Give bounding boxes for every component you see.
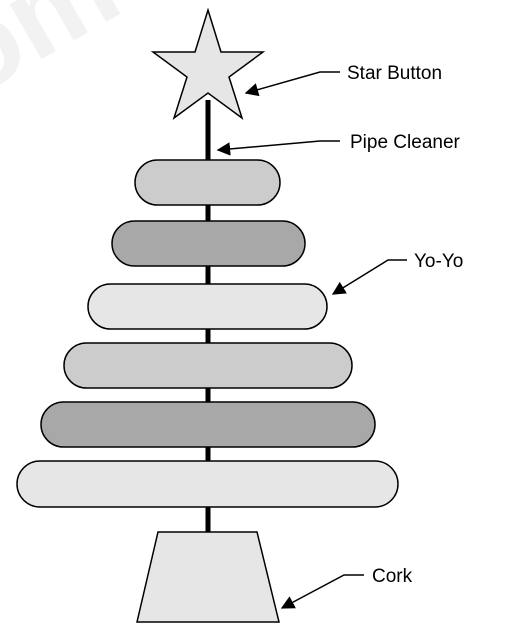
yoyo <box>16 460 399 508</box>
watermark: om <box>0 0 140 123</box>
star-button-leader <box>244 71 340 97</box>
cork-label: Cork <box>372 566 413 587</box>
cork-leader <box>280 574 364 609</box>
yoyo <box>111 220 306 267</box>
yoyo <box>134 159 281 206</box>
yoyo <box>63 342 353 389</box>
yoyo <box>40 401 376 448</box>
star-button-label: Star Button <box>347 63 442 84</box>
pipe-cleaner-label: Pipe Cleaner <box>350 132 461 153</box>
star-button <box>150 7 266 120</box>
yoyo-label: Yo-Yo <box>414 251 463 272</box>
yoyo-leader <box>331 259 407 295</box>
cork <box>136 531 280 623</box>
pipe-cleaner-leader <box>216 140 340 156</box>
yoyo <box>87 283 328 330</box>
